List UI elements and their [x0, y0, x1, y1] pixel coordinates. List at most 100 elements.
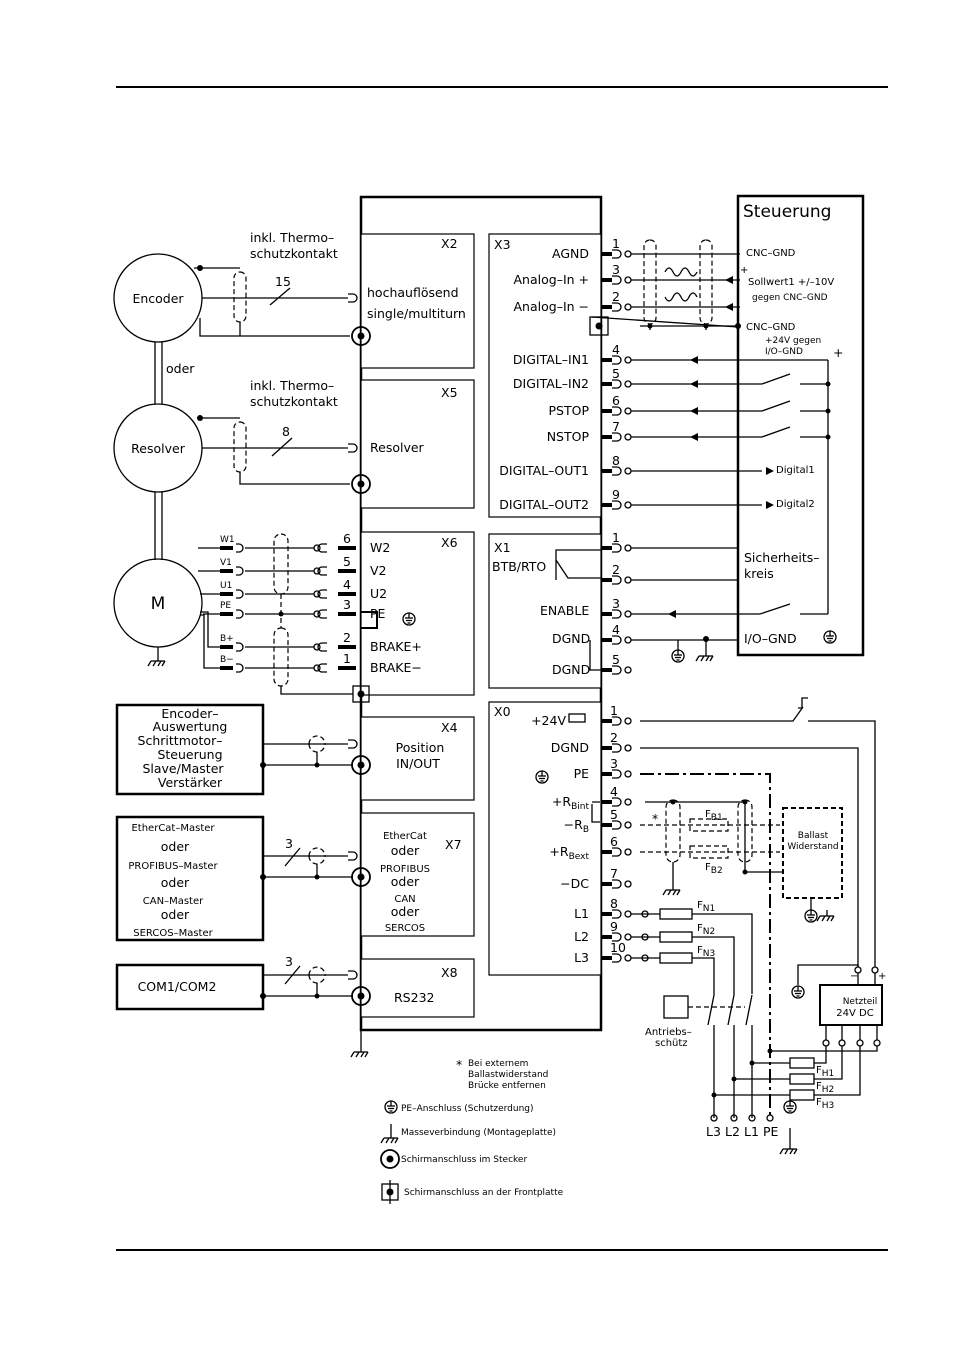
- x6-wire-plug: [236, 663, 244, 673]
- fb2: FB2: [705, 862, 723, 876]
- x3-pin-num: 9: [612, 487, 620, 502]
- resolver-label: Resolver: [131, 441, 186, 456]
- x0-signal: +RBint: [552, 794, 590, 812]
- x1-pin-num: 1: [612, 530, 620, 545]
- x2-count: 15: [275, 274, 291, 289]
- x0-signal-main: DGND: [551, 740, 589, 755]
- x1-dgnd2: DGND: [552, 662, 590, 677]
- x5-note1: inkl. Thermo–: [250, 378, 334, 393]
- ctrl-plus24: +24V gegen: [765, 336, 821, 346]
- x0-signal-sub: Bint: [571, 802, 589, 812]
- mains-l2: L2: [725, 1124, 740, 1139]
- x1-4-socket: [612, 665, 622, 675]
- x6-wire-plug: [236, 609, 244, 619]
- encoder-eval-box: [115, 703, 265, 796]
- x6-socket: [317, 543, 327, 553]
- fieldbus-box-line: CAN–Master: [143, 896, 204, 907]
- x0-8-socket: [612, 932, 622, 942]
- x3-6-socket: [612, 432, 622, 442]
- legend-pe: PE–Anschluss (Schutzerdung): [401, 1104, 534, 1114]
- x0-6-terminal: [624, 880, 632, 888]
- x8-count: 3: [285, 954, 293, 969]
- x6-socket: [317, 642, 327, 652]
- x6-wire-label: V1: [220, 558, 232, 568]
- fieldbus-box-line: oder: [161, 875, 190, 890]
- encoder-label: Encoder: [132, 291, 184, 306]
- x6-socket: [317, 609, 327, 619]
- fh2: FH2: [816, 1081, 834, 1095]
- ballast2: Widerstand: [787, 842, 838, 852]
- x7-line: oder: [391, 843, 420, 858]
- x3-2-socket: [612, 302, 622, 312]
- note2: Ballastwiderstand: [468, 1070, 548, 1080]
- enc-box-line: Encoder–: [161, 706, 218, 721]
- x0-signal: −RB: [564, 817, 589, 835]
- x0-pin-num: 8: [610, 896, 618, 911]
- x6-socket: [317, 566, 327, 576]
- x1-sicherheit1: Sicherheits–: [744, 550, 820, 565]
- x6-name: X6: [441, 535, 458, 550]
- x7-line: oder: [391, 904, 420, 919]
- x6-pin-num: 1: [343, 651, 351, 666]
- x1-0-socket: [612, 543, 622, 553]
- x0-signal: L1: [574, 906, 589, 921]
- x3-8-terminal: [624, 501, 632, 509]
- x1-io-gnd: I/O–GND: [744, 631, 797, 646]
- motor-label: M: [151, 594, 166, 614]
- x6-wire-plug: [236, 543, 244, 553]
- x5-label: Resolver: [370, 440, 425, 455]
- x3-signal: DIGITAL–OUT1: [499, 463, 589, 478]
- enc-box-line: Schrittmotor–: [138, 733, 223, 748]
- x0-signal: L2: [574, 929, 589, 944]
- x1-3-socket: [612, 635, 622, 645]
- x6-signal: BRAKE+: [370, 639, 422, 654]
- fh1: FH1: [816, 1065, 834, 1079]
- legend-ground: Masseverbindung (Montageplatte): [401, 1128, 556, 1138]
- x0-signal-main: +R: [549, 844, 568, 859]
- x1-enable: ENABLE: [540, 603, 589, 618]
- ballast-box: [782, 807, 843, 899]
- x6-pin-num: 6: [343, 531, 351, 546]
- x0-2-socket: [612, 769, 622, 779]
- x3-pin-num: 6: [612, 393, 620, 408]
- x6-socket: [317, 663, 327, 673]
- fieldbus-box-line: oder: [161, 907, 190, 922]
- x6-signal: U2: [370, 586, 387, 601]
- x0-pin-num: 3: [610, 756, 618, 771]
- x5-count: 8: [282, 424, 290, 439]
- x0-node: [641, 933, 649, 941]
- x0-pin-num: 1: [610, 703, 618, 718]
- mains-pe: PE: [763, 1124, 779, 1139]
- x3-pin-num: 7: [612, 419, 620, 434]
- x3-8-socket: [612, 500, 622, 510]
- ctrl-digital1: Digital1: [776, 465, 815, 476]
- x0-0-socket: [612, 716, 622, 726]
- fieldbus-box-line: PROFIBUS–Master: [128, 861, 218, 872]
- x0-name: X0: [494, 704, 511, 719]
- oder-label: oder: [166, 361, 195, 376]
- x3-signal: DIGITAL–IN1: [513, 352, 589, 367]
- x0-signal: L3: [574, 950, 589, 965]
- fn1: FN1: [697, 900, 715, 914]
- x0-signal: PE: [574, 766, 590, 781]
- note3: Brücke entfernen: [468, 1081, 546, 1091]
- fieldbus-box-line: EtherCat–Master: [131, 823, 215, 834]
- x5-block: [360, 379, 475, 509]
- controller-title: Steuerung: [743, 202, 831, 222]
- mains-l1: L1: [744, 1124, 759, 1139]
- x6-wire-label: PE: [220, 601, 231, 611]
- x3-pin-num: 1: [612, 236, 620, 251]
- ctrl-gegen: gegen CNC–GND: [752, 293, 828, 303]
- x5-name: X5: [441, 385, 458, 400]
- x6-block: [360, 531, 475, 696]
- brake-leads: [200, 611, 220, 669]
- x0-signal: DGND: [551, 740, 589, 755]
- x8-label: RS232: [394, 990, 434, 1005]
- fieldbus-box-line: oder: [161, 839, 190, 854]
- x0-node: [641, 954, 649, 962]
- x5-note2: schutzkontakt: [250, 394, 338, 409]
- x1-0-terminal: [624, 544, 632, 552]
- x6-socket: [317, 589, 327, 599]
- x0-signal-main: +R: [552, 794, 571, 809]
- x3-3-terminal: [624, 356, 632, 364]
